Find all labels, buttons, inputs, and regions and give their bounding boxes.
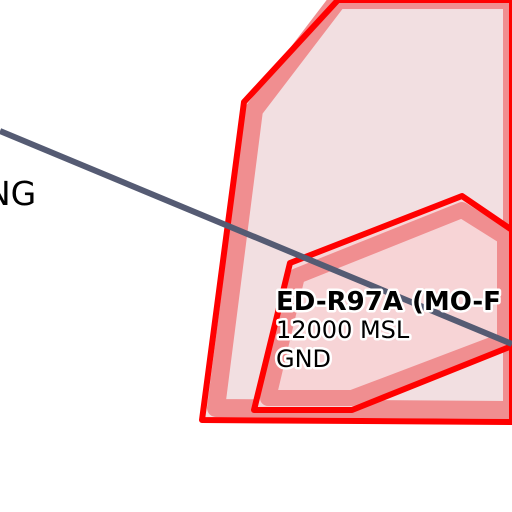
outer-airspace-border [199,0,512,425]
partial-place-label: NG [0,174,36,213]
airspace-name-label: ED-R97A (MO-F [276,287,501,317]
airspace-lower-limit-label: GND [276,345,331,373]
route-line[interactable] [0,128,512,347]
inner-airspace-border [251,193,512,413]
airspace-upper-limit-label: 12000 MSL [276,316,410,344]
outer-airspace-band [207,0,512,419]
